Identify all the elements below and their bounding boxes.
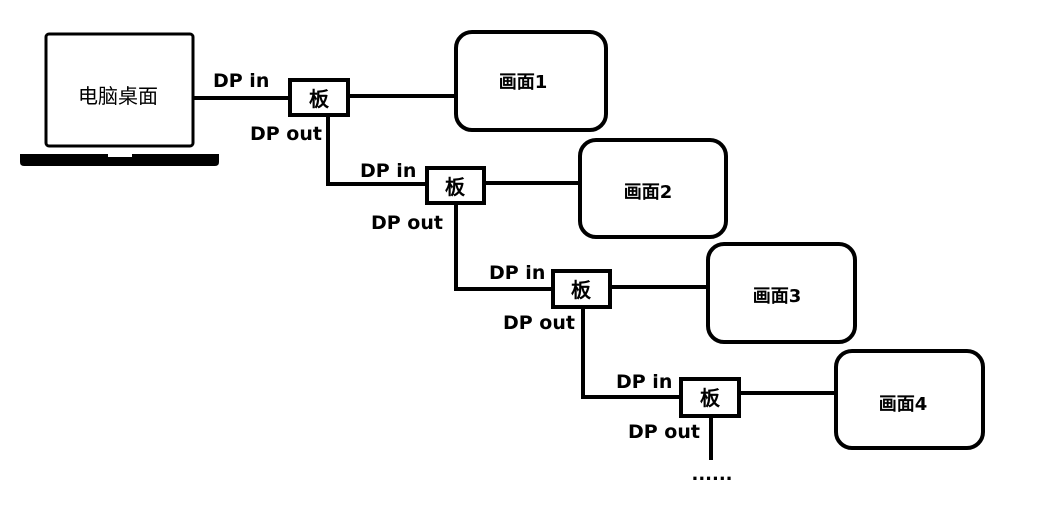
- screen-label: 画面2: [624, 182, 673, 203]
- board-box: [551, 269, 612, 309]
- board-label: 板: [445, 175, 466, 199]
- board-box: [425, 166, 486, 205]
- board-4: 板: [679, 377, 741, 418]
- dp-in-label-1: DP in: [213, 70, 269, 92]
- screen-1: 画面1: [454, 30, 608, 132]
- screen-label: 画面3: [753, 286, 802, 307]
- board-label: 板: [571, 278, 592, 302]
- laptop-label: 电脑桌面: [78, 84, 158, 108]
- laptop-base: [20, 154, 219, 166]
- board-1: 板: [288, 78, 350, 117]
- dp-out-label-4: DP out: [628, 421, 700, 443]
- board-3-to-board-4-line: [581, 307, 681, 399]
- board-box: [288, 78, 350, 117]
- board-1-to-board-2-line: [326, 115, 427, 186]
- dp-in-label-2: DP in: [360, 160, 416, 182]
- continuation-ellipsis: ......: [691, 464, 732, 485]
- screen-3: 画面3: [706, 242, 857, 344]
- board-2-to-board-3-line: [454, 203, 553, 291]
- connection-lines: [193, 94, 836, 460]
- board-label: 板: [700, 386, 721, 410]
- screen-box: [706, 242, 857, 344]
- dp-out-label-3: DP out: [503, 312, 575, 334]
- screen-2: 画面2: [578, 138, 728, 239]
- laptop-screen: [44, 32, 195, 148]
- screen-label: 画面1: [499, 72, 548, 93]
- laptop-notch: [108, 154, 132, 157]
- laptop-icon: 电脑桌面: [20, 32, 219, 166]
- screen-box: [578, 138, 728, 239]
- dp-in-label-3: DP in: [489, 262, 545, 284]
- board-3: 板: [551, 269, 612, 309]
- dp-out-label-1: DP out: [250, 123, 322, 145]
- dp-in-label-4: DP in: [616, 371, 672, 393]
- screen-label: 画面4: [879, 394, 928, 415]
- screen-box: [454, 30, 608, 132]
- dp-out-label-2: DP out: [371, 212, 443, 234]
- board-2: 板: [425, 166, 486, 205]
- screen-4: 画面4: [834, 349, 985, 450]
- screen-box: [834, 349, 985, 450]
- board-label: 板: [309, 87, 330, 111]
- board-box: [679, 377, 741, 418]
